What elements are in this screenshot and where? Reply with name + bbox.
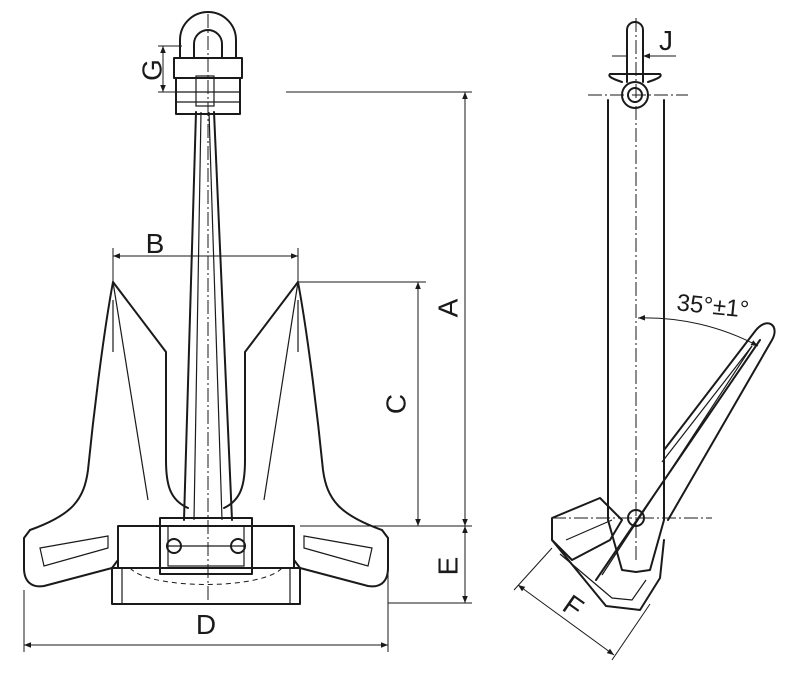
side-crown [551, 497, 665, 611]
crown-base [23, 517, 389, 605]
side-shank [552, 18, 712, 573]
right-fluke [223, 281, 383, 531]
label-j: J [659, 25, 673, 56]
side-fluke [595, 322, 776, 581]
label-angle: 35°±1° [675, 289, 750, 323]
label-c: C [380, 394, 411, 414]
dimension-b: B [112, 228, 299, 282]
dimension-c: C [298, 281, 426, 527]
angle-dimension: 35°±1° [637, 289, 759, 347]
dimension-f: F [513, 547, 651, 661]
dimension-a: A [286, 91, 472, 527]
front-view: G B D C A [23, 11, 472, 652]
label-e: E [432, 557, 463, 576]
side-view: J 35°±1° [513, 18, 776, 661]
label-b: B [146, 228, 165, 259]
dimension-d: D [23, 570, 389, 652]
label-d: D [196, 609, 216, 640]
dimension-j: J [612, 25, 676, 59]
dimension-e: E [388, 526, 472, 604]
shank [183, 111, 233, 521]
label-g: G [136, 59, 167, 81]
label-f: F [557, 589, 589, 624]
label-a: A [432, 298, 463, 317]
left-fluke [29, 281, 189, 531]
dimension-g: G [136, 45, 182, 93]
